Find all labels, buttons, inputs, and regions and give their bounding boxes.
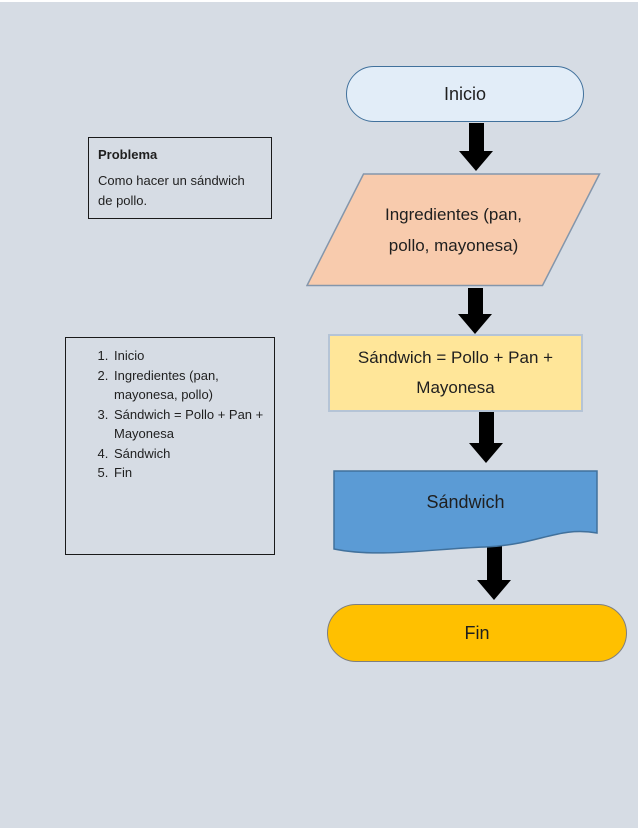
steps-list: Inicio Ingredientes (pan, mayonesa, poll… (66, 346, 268, 483)
end-label: Fin (464, 622, 490, 643)
flowchart-process-node: Sándwich = Pollo + Pan + Mayonesa (328, 334, 583, 412)
problema-box: Problema Como hacer un sándwich de pollo… (88, 137, 272, 219)
step-item: Sándwich = Pollo + Pan + Mayonesa (112, 405, 268, 444)
arrow-head (477, 580, 511, 600)
arrow-head (469, 443, 503, 463)
arrow-shaft (486, 540, 502, 580)
process-label-line1: Sándwich = Pollo + Pan + (357, 348, 554, 367)
down-arrow-icon (458, 288, 492, 334)
down-arrow-icon (477, 540, 511, 600)
down-arrow-icon (469, 412, 503, 463)
step-item: Inicio (112, 346, 268, 366)
down-arrow-icon (459, 123, 493, 171)
start-label: Inicio (443, 83, 487, 104)
flowchart-input-shape (306, 173, 601, 287)
step-item: Ingredientes (pan, mayonesa, pollo) (112, 366, 268, 405)
flowchart-output-shape (333, 470, 598, 554)
arrow-shaft (468, 123, 484, 151)
input-label-line1: Ingredientes (pan, (384, 205, 523, 224)
problema-body: Como hacer un sándwich de pollo. (98, 173, 245, 208)
arrow-shaft (467, 288, 483, 314)
arrow-head (459, 151, 493, 171)
input-label-line2: pollo, mayonesa) (388, 236, 519, 255)
problema-title: Problema (98, 147, 158, 162)
arrow-shaft (478, 412, 494, 443)
flowchart-start-node: Inicio (346, 66, 584, 122)
flowchart-output-node: Sándwich (333, 470, 598, 534)
flowchart-end-node: Fin (327, 604, 627, 662)
flowchart-input-node: Ingredientes (pan, pollo, mayonesa) (306, 173, 601, 287)
arrow-head (458, 314, 492, 334)
steps-box: Inicio Ingredientes (pan, mayonesa, poll… (65, 337, 275, 555)
process-label-line2: Mayonesa (416, 378, 495, 397)
output-label: Sándwich (426, 491, 505, 512)
step-item: Sándwich (112, 444, 268, 464)
step-item: Fin (112, 463, 268, 483)
